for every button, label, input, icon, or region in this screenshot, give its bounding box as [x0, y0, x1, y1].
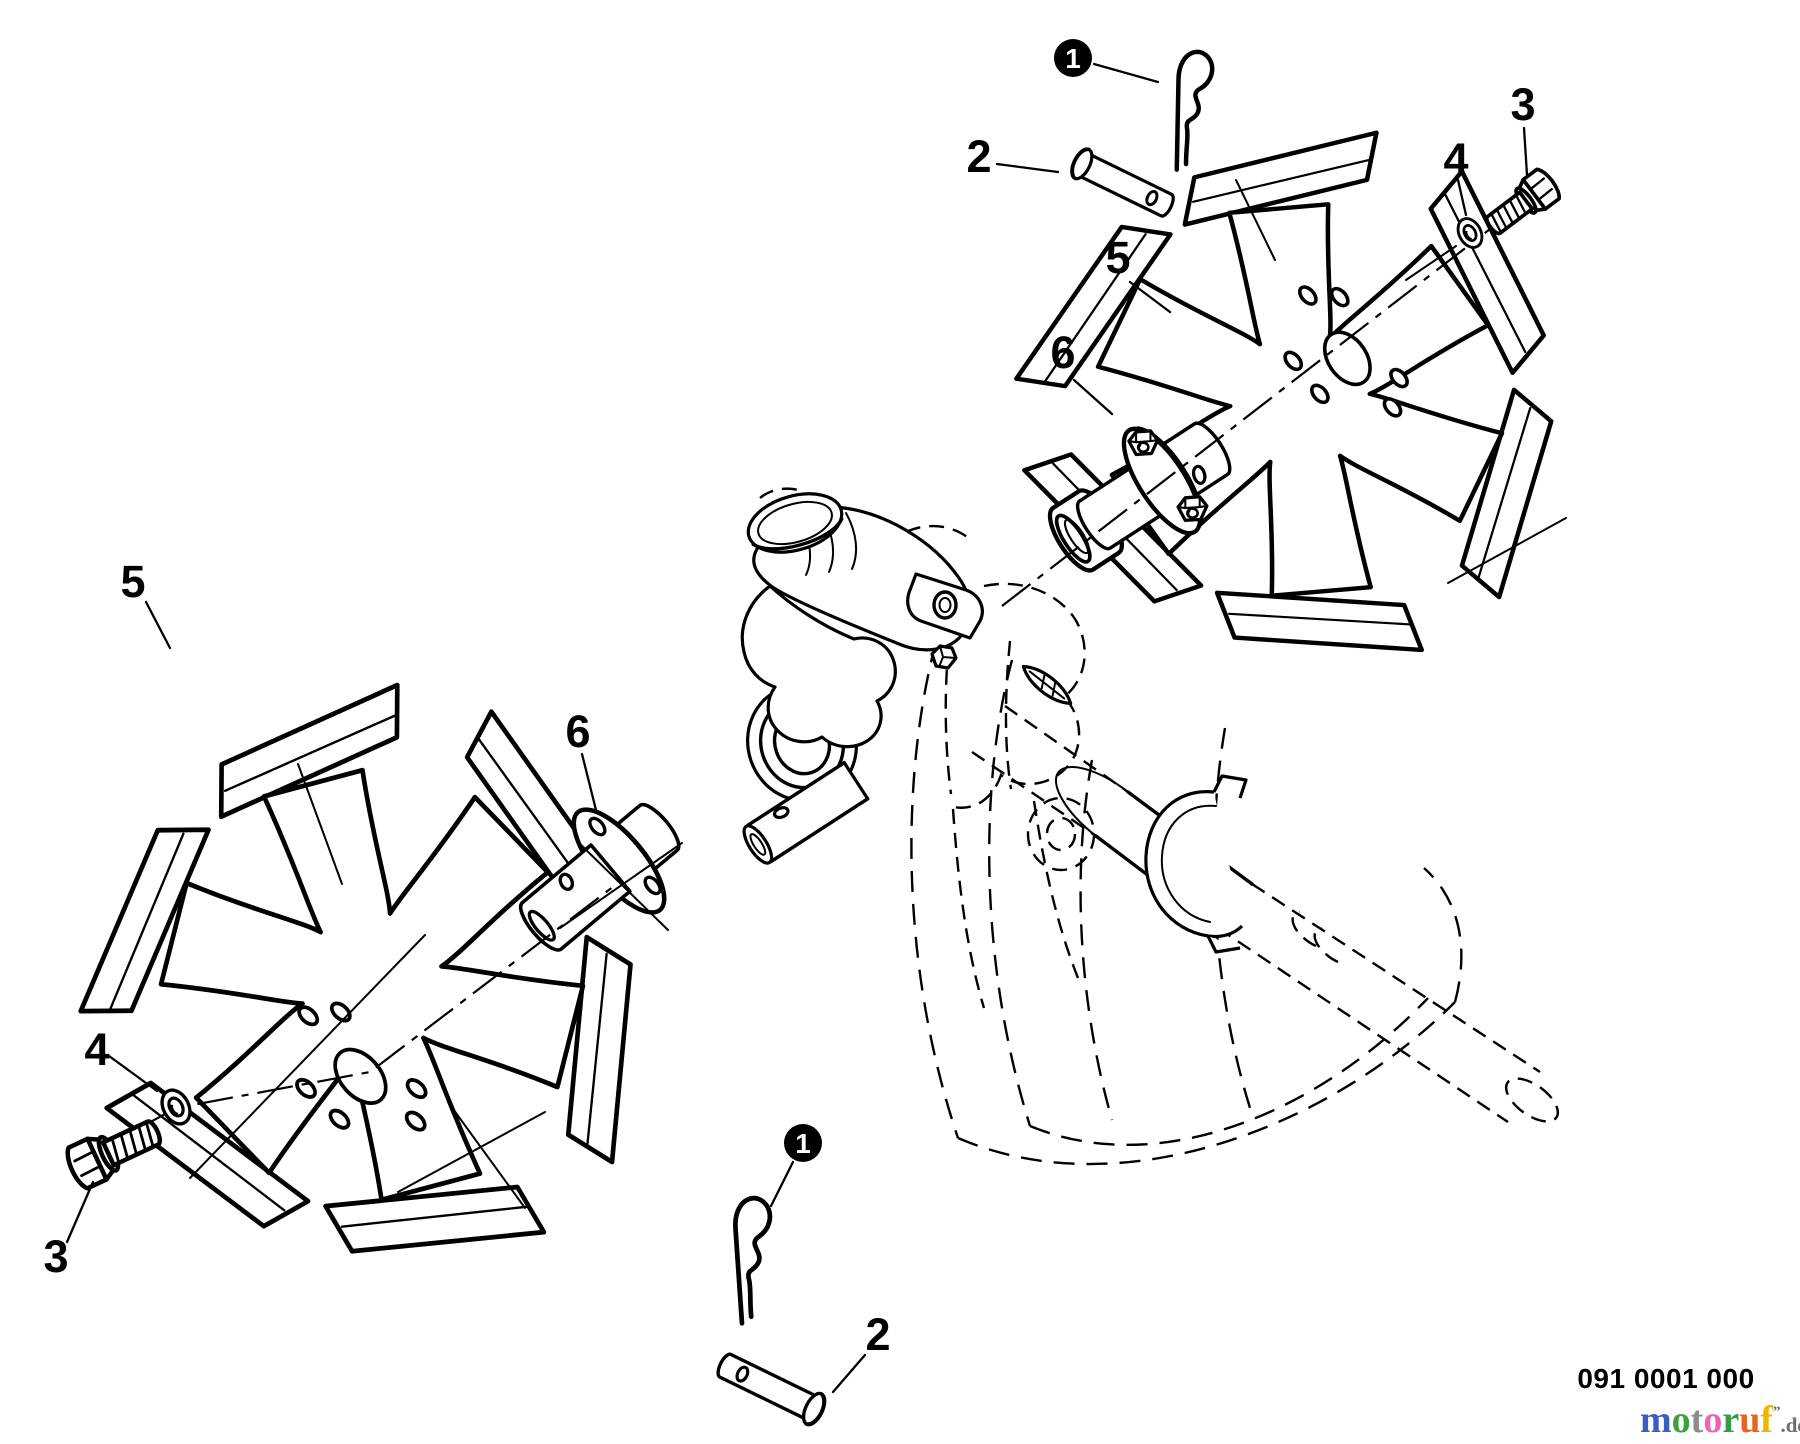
logo-letter: m — [1640, 1399, 1672, 1441]
axis-line-right — [1001, 211, 1513, 607]
hex-bolt-left — [65, 1119, 163, 1191]
part-number: 091 0001 000 — [1577, 1363, 1754, 1394]
logo-letter: t — [1691, 1399, 1704, 1441]
logo-letter: o — [1672, 1399, 1691, 1441]
hub-nut — [1176, 495, 1209, 523]
clevis-pin-bottom — [716, 1352, 827, 1427]
callout-label-4-right: 4 — [1443, 134, 1468, 185]
callout-label-4-left: 4 — [84, 1024, 109, 1075]
hairpin-clip-top — [1174, 49, 1215, 172]
logo-tld: .de — [1780, 1413, 1800, 1437]
callout-label-2-bottom: 2 — [865, 1309, 890, 1360]
callout-bottom-clip: 1 — [784, 1124, 822, 1162]
pointer-detail — [1021, 664, 1073, 706]
output-shaft — [742, 761, 870, 865]
plate-crease-right — [1235, 179, 1276, 261]
callout-top-clip: 1 — [1054, 39, 1092, 77]
callout-label-6-right: 6 — [1050, 327, 1075, 378]
callout-badge — [784, 1124, 822, 1162]
callout-label-3-left: 3 — [43, 1231, 68, 1282]
callout-label-1-bottom: 1 — [795, 1128, 811, 1159]
gearbox — [740, 492, 1073, 803]
left-tine-wheel — [78, 682, 633, 1254]
logo-mark: ” — [1773, 1404, 1781, 1420]
callout-label-6-left: 6 — [565, 706, 590, 757]
right-hub — [1047, 421, 1232, 573]
hub-mount-holes — [1283, 285, 1409, 418]
motoruf-logo[interactable]: motoruf”.de — [1640, 1399, 1800, 1441]
clevis-pin-top — [1070, 147, 1175, 218]
left-hub — [518, 802, 681, 952]
leader-lines — [65, 62, 1529, 1394]
assembly-axis-lines — [87, 211, 1567, 1209]
plate-crease-left — [297, 763, 343, 885]
callout-label-1: 1 — [1065, 43, 1081, 74]
svg-text:motoruf”.de: motoruf”.de — [1640, 1399, 1800, 1441]
callout-label-5-left: 5 — [120, 556, 145, 607]
tube-clamp — [1054, 765, 1254, 954]
callout-label-2-top: 2 — [966, 131, 991, 182]
callout-label-3-right: 3 — [1510, 79, 1535, 130]
logo-letter: r — [1722, 1399, 1739, 1441]
hub-nut — [1127, 429, 1160, 457]
tine-plate — [158, 767, 586, 1203]
logo-letter: f — [1760, 1399, 1774, 1441]
logo-letter: o — [1703, 1399, 1722, 1441]
callout-label-5-right: 5 — [1105, 232, 1130, 283]
washer-left — [160, 1088, 192, 1126]
shield-outline — [910, 641, 1463, 1166]
logo-letter: u — [1739, 1399, 1760, 1441]
hairpin-clip-bottom — [733, 1195, 773, 1326]
hex-bolt-right — [1484, 167, 1561, 236]
hidden-housing-dashed — [759, 487, 1096, 1009]
washer-right — [1456, 217, 1484, 249]
drive-tube — [971, 705, 1560, 1123]
callout-badge — [1054, 39, 1092, 77]
